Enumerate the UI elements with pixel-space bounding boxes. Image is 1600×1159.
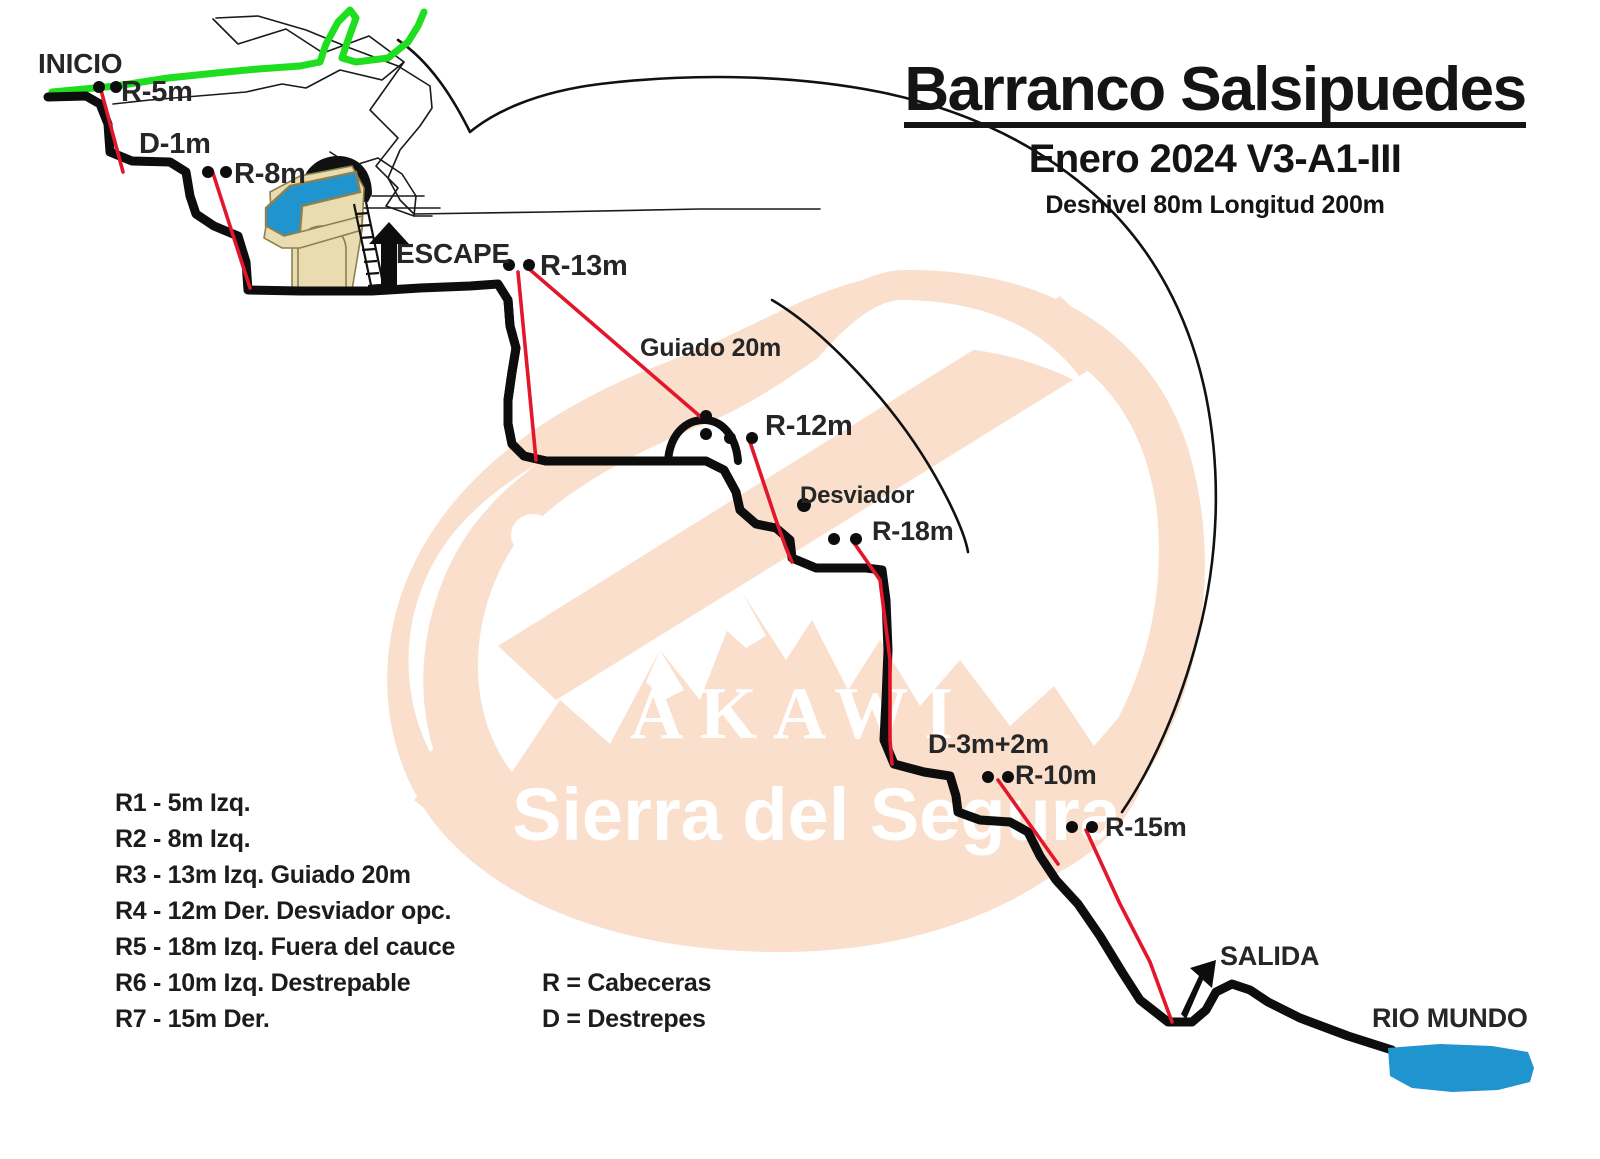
legend-item: R1 - 5m Izq. xyxy=(115,789,251,817)
legend-item: R4 - 12m Der. Desviador opc. xyxy=(115,897,452,925)
legend-item: R7 - 15m Der. xyxy=(115,1005,270,1033)
label-r2: R-8m xyxy=(234,158,306,190)
anchor-dot xyxy=(1002,771,1014,783)
title-stats: Desnivel 80m Longitud 200m xyxy=(1045,191,1385,220)
escape-arrow-icon xyxy=(369,222,409,290)
anchor-dot xyxy=(110,81,122,93)
rappel-line-r3 xyxy=(516,270,538,462)
anchor-dot xyxy=(700,410,712,422)
anchor-dot xyxy=(724,432,736,444)
title-subtitle: Enero 2024 V3-A1-III xyxy=(1028,137,1402,182)
anchor-dot xyxy=(220,166,232,178)
anchor-dot xyxy=(93,81,105,93)
label-d1: D-1m xyxy=(139,128,211,160)
label-desviador: Desviador xyxy=(800,482,915,509)
label-inicio: INICIO xyxy=(38,48,123,79)
pool-lip xyxy=(263,214,363,249)
rappel-line-r2 xyxy=(210,168,252,290)
label-r4: R-12m xyxy=(765,410,853,442)
label-salida: SALIDA xyxy=(1220,941,1320,971)
rappel-line-r4 xyxy=(748,440,794,564)
anchor-dot xyxy=(700,428,712,440)
anchor-dot xyxy=(523,259,535,271)
anchor-dot xyxy=(828,533,840,545)
label-r7: R-15m xyxy=(1105,812,1187,842)
anchor-dot xyxy=(982,771,994,783)
anchor-dot xyxy=(1086,821,1098,833)
anchor-dot xyxy=(746,432,758,444)
label-guiado: Guiado 20m xyxy=(640,334,782,362)
rappel-line-r7 xyxy=(1084,828,1174,1024)
anchor-dot xyxy=(503,259,515,271)
legend-key-destrepe: D = Destrepes xyxy=(542,1005,706,1033)
label-d2: D-3m+2m xyxy=(928,729,1049,759)
label-r5: R-18m xyxy=(872,516,954,546)
desviador-dot xyxy=(797,498,811,512)
title-block: Barranco Salsipuedes Enero 2024 V3-A1-II… xyxy=(860,58,1570,220)
rappel-line-r1 xyxy=(99,88,125,174)
rappel-line-r3-guiado xyxy=(526,266,704,420)
page-title: Barranco Salsipuedes xyxy=(904,58,1527,129)
legend-item: R5 - 18m Izq. Fuera del cauce xyxy=(115,933,456,961)
legend-item: R2 - 8m Izq. xyxy=(115,825,251,853)
anchor-dot xyxy=(202,166,214,178)
legend-item: R6 - 10m Izq. Destrepable xyxy=(115,969,411,997)
label-r3: R-13m xyxy=(540,250,628,282)
rappel-line-r6 xyxy=(996,778,1060,866)
rio-mundo-water xyxy=(1388,1044,1534,1092)
rappel-line-r5 xyxy=(850,538,894,766)
label-escape: ESCAPE xyxy=(396,238,510,269)
legend-key-rappel: R = Cabeceras xyxy=(542,969,712,997)
anchor-dot xyxy=(850,533,862,545)
salida-arrow-icon xyxy=(1181,960,1216,1019)
legend-item: R3 - 13m Izq. Guiado 20m xyxy=(115,861,411,889)
anchor-dot xyxy=(1066,821,1078,833)
label-rio-mundo: RIO MUNDO xyxy=(1372,1003,1528,1033)
label-r6: R-10m xyxy=(1015,760,1097,790)
label-r1: R-5m xyxy=(121,76,193,108)
